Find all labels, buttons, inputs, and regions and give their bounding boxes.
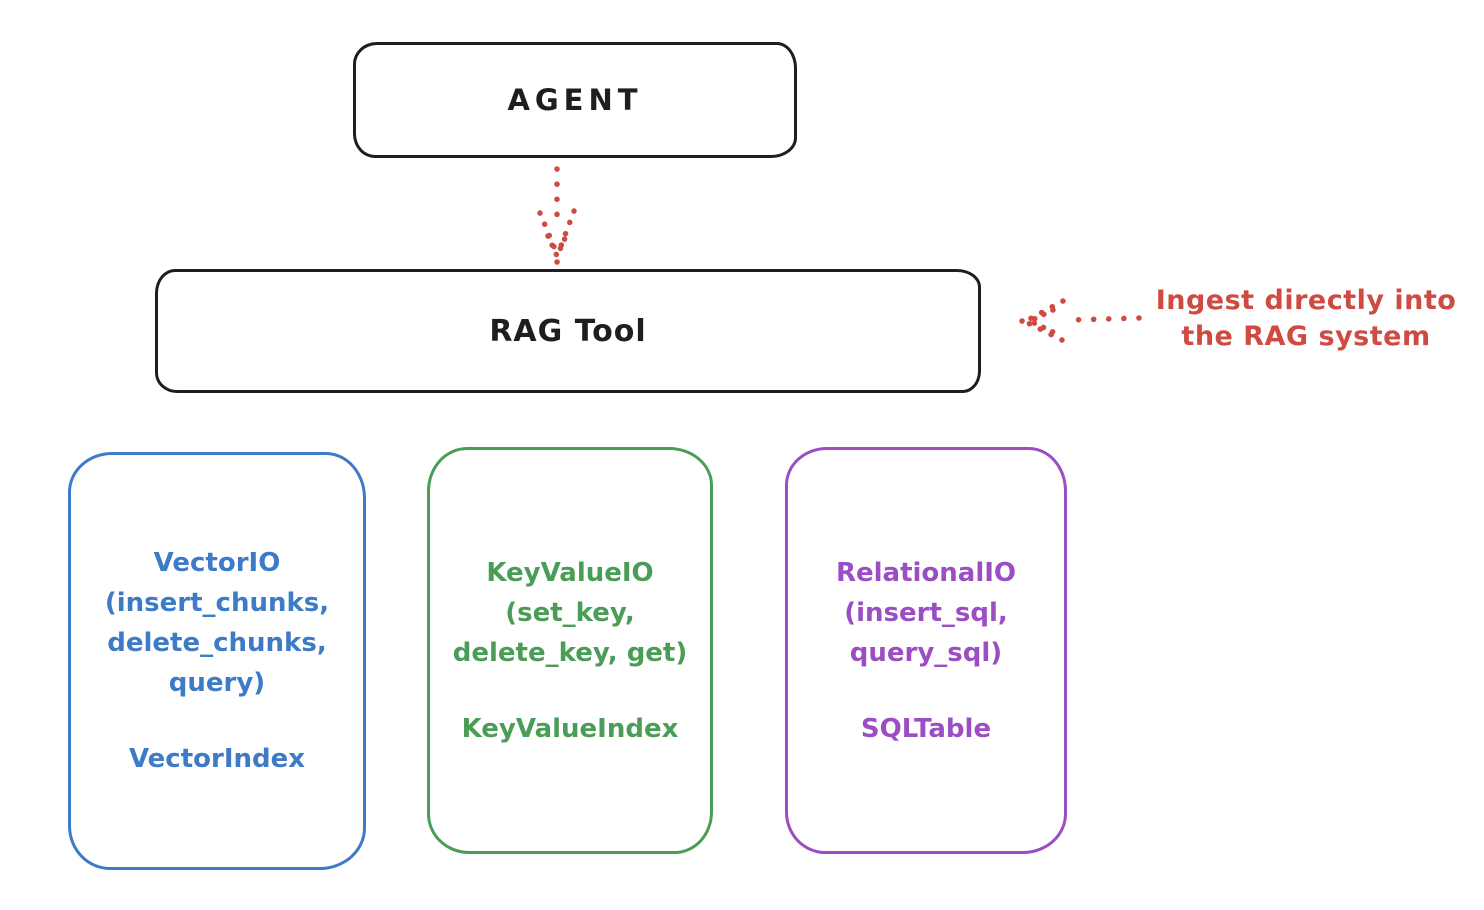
sql-table-label: SQLTable <box>860 713 992 744</box>
vector-io-line: VectorIO <box>153 548 281 578</box>
relational-io-node: RelationalIO (insert_sql, query_sql) SQL… <box>785 447 1067 854</box>
ingest-annotation-line2: the RAG system <box>1181 321 1431 352</box>
vector-io-line: (insert_chunks, <box>104 588 330 618</box>
keyvalue-io-line: KeyValueIO <box>486 557 654 588</box>
relational-io-line: (insert_sql, <box>844 597 1008 628</box>
keyvalue-index-label: KeyValueIndex <box>461 713 679 744</box>
relational-io-line: query_sql) <box>849 637 1003 668</box>
keyvalue-io-line: delete_key, get) <box>452 637 688 668</box>
ingest-annotation: Ingest directly into the RAG system <box>1128 283 1484 355</box>
vector-io-line: delete_chunks, <box>107 628 327 658</box>
agent-node-label: AGENT <box>507 83 643 117</box>
relational-io-line: RelationalIO <box>835 557 1017 588</box>
vector-io-node: VectorIO (insert_chunks, delete_chunks, … <box>68 452 366 870</box>
ingest-annotation-line1: Ingest directly into <box>1155 285 1457 316</box>
ingest-into-ragtool-arrow <box>1019 298 1142 343</box>
vector-io-line: query) <box>168 668 266 698</box>
rag-tool-node-label: RAG Tool <box>489 313 647 349</box>
keyvalue-io-line: (set_key, <box>505 597 635 628</box>
vector-index-label: VectorIndex <box>128 744 306 774</box>
rag-tool-node: RAG Tool <box>155 269 981 393</box>
agent-to-ragtool-arrow <box>537 166 577 265</box>
keyvalue-io-node: KeyValueIO (set_key, delete_key, get) Ke… <box>427 447 713 854</box>
agent-node: AGENT <box>353 42 797 158</box>
